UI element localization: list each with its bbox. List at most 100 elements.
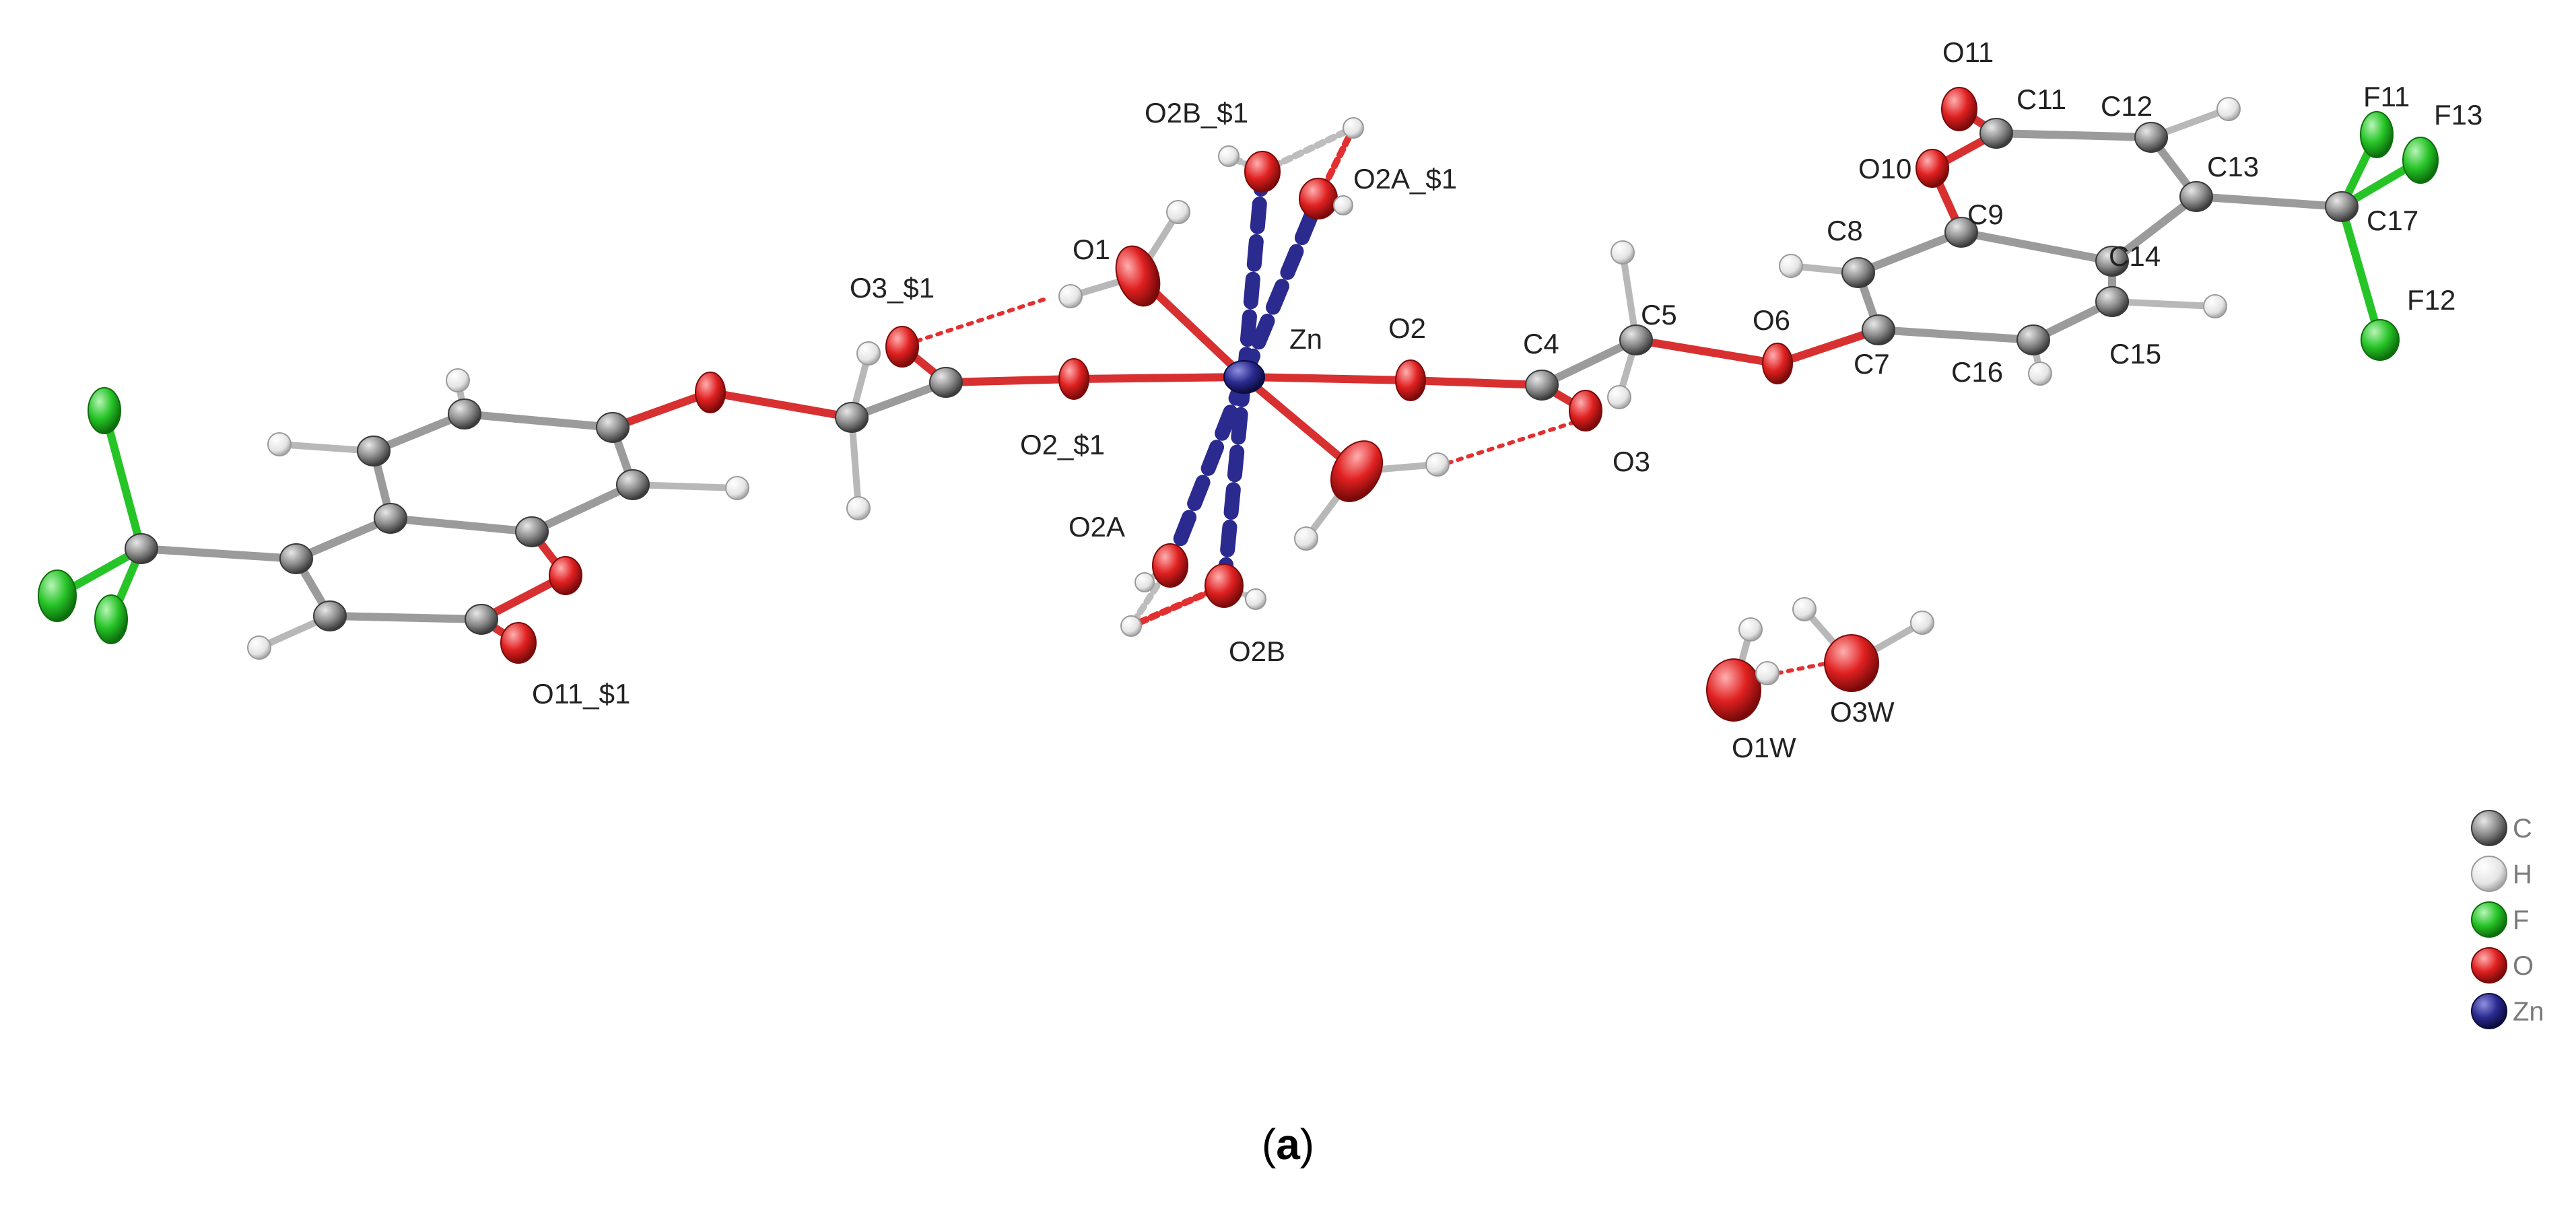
bond-c4-o2 (1406, 376, 1546, 389)
bond-c13-c17 (2192, 193, 2346, 211)
atom-o11 (1941, 87, 1977, 131)
bond-zn-o2b1 (1237, 164, 1270, 384)
atom-c7-1 (596, 412, 630, 443)
atom-c8 (1841, 257, 1875, 288)
bonds (53, 105, 2425, 693)
atom-c5-1 (835, 402, 869, 433)
atom-c4 (1525, 370, 1559, 401)
atom-f12 (2361, 319, 2400, 361)
atom-c11 (1979, 118, 2013, 149)
atom-zn (1223, 360, 1265, 394)
label-o11: O11 (1942, 36, 1994, 68)
legend-label-fluorine: F (2513, 905, 2529, 935)
legend-label-zinc: Zn (2513, 997, 2544, 1027)
figure-caption: (a) (1262, 1120, 1314, 1169)
atom-o6-1 (695, 372, 726, 413)
label-c17: C17 (2367, 205, 2418, 236)
legend-swatch-fluorine (2471, 901, 2507, 938)
atom-h-o2b1-b (1343, 117, 1364, 139)
label-c9: C9 (1967, 199, 2004, 230)
bond-c13-c17-left (137, 545, 300, 563)
atom-h-c5-a (1611, 240, 1635, 265)
atom-h-o1-b (1058, 284, 1083, 308)
bond-c7-o6 (1773, 326, 1883, 368)
atom-labels: O11 C11 C12 F11 F13 C13 O10 C9 C17 C8 C1… (532, 36, 2482, 763)
atom-o3 (1569, 390, 1602, 432)
legend-item-zinc: Zn (2471, 993, 2544, 1029)
atom-c9 (1944, 217, 1978, 248)
bond-o2-1-c4-1 (942, 375, 1078, 386)
atom-o3-1 (885, 326, 919, 368)
atom-c14 (2095, 246, 2129, 277)
atom-f11 (2360, 111, 2394, 158)
label-o2b-1: O2B_$1 (1145, 97, 1248, 129)
label-o1w: O1W (1732, 732, 1796, 763)
hbond-o1-o3-1 (904, 298, 1046, 347)
atom-h-c5-1-a (856, 341, 881, 366)
label-o2a: O2A (1069, 511, 1125, 543)
atom-c9-1 (515, 516, 549, 547)
fluorine-atoms (38, 111, 2439, 644)
atom-h-c16 (2028, 361, 2052, 386)
label-o2-1: O2_$1 (1020, 429, 1105, 460)
bond-c8-left-h (630, 481, 741, 491)
bond-zn-o2-1 (1070, 373, 1248, 383)
hbond-o1w-o3w (1775, 659, 1840, 675)
atom-c12-1 (313, 600, 347, 631)
atom-c13-1 (279, 543, 313, 574)
legend-label-hydrogen: H (2513, 860, 2532, 889)
atom-h-o3w-b (1910, 611, 1934, 635)
element-legend: C H F O Zn (2471, 810, 2544, 1029)
label-c16: C16 (1951, 356, 2003, 388)
label-o2b: O2B (1229, 635, 1285, 667)
atom-c17 (2325, 191, 2359, 222)
label-zn: Zn (1289, 323, 1322, 355)
oxygen-atoms (500, 87, 1977, 722)
atom-f-left-3 (94, 594, 128, 644)
bond-zn-o2b (1217, 370, 1252, 593)
label-o1: O1 (1073, 234, 1110, 265)
atom-c11-1 (465, 604, 498, 635)
atom-o6 (1762, 343, 1793, 384)
atom-o1 (1115, 245, 1161, 307)
atom-ow-right (1330, 440, 1383, 502)
atom-c7 (1862, 314, 1895, 345)
atom-h-o2a-a (1134, 572, 1155, 592)
label-o11-1: O11_$1 (532, 678, 630, 710)
atom-h-c8-1 (725, 476, 749, 500)
atom-o2b (1205, 563, 1244, 608)
caption-close: ) (1300, 1120, 1314, 1169)
label-f13: F13 (2434, 99, 2482, 131)
atom-h-ow-a (1425, 452, 1450, 477)
label-o10: O10 (1858, 153, 1911, 184)
bond-c17-f12 (2338, 203, 2384, 344)
atom-c12 (2134, 122, 2168, 153)
atom-h-o3w-a (1792, 597, 1817, 621)
label-c15: C15 (2109, 338, 2161, 370)
bond-c12-c11-left (326, 612, 485, 623)
bond-zn-o2 (1240, 373, 1415, 384)
legend-label-carbon: C (2513, 814, 2532, 843)
atom-h-o2b1-a (1218, 145, 1240, 167)
atom-h-o2b (1245, 588, 1266, 610)
atom-c8-1 (616, 469, 650, 500)
label-o3w: O3W (1830, 696, 1895, 728)
atom-h-c15-1 (267, 432, 292, 456)
bond-c14-c13-left (292, 514, 395, 563)
bond-c9-c8 (1854, 228, 1965, 277)
atom-o11-1 (500, 622, 537, 664)
bond-zn-o2a1 (1237, 191, 1326, 384)
atom-c15 (2095, 286, 2129, 317)
label-c7: C7 (1854, 348, 1890, 380)
bond-c5-1-o6-1 (706, 388, 856, 421)
atom-f13 (2402, 137, 2439, 184)
label-o6: O6 (1753, 304, 1790, 336)
legend-item-fluorine: F (2471, 901, 2529, 938)
atom-o2-1 (1058, 358, 1089, 400)
atom-c4-1 (929, 367, 963, 398)
bond-c11-c12 (1992, 129, 2155, 141)
legend-swatch-oxygen (2471, 947, 2507, 984)
hydrogen-atoms (247, 97, 2241, 685)
bond-c17-f-left-1 (100, 407, 145, 553)
atom-h-o2a-b (1120, 615, 1142, 637)
